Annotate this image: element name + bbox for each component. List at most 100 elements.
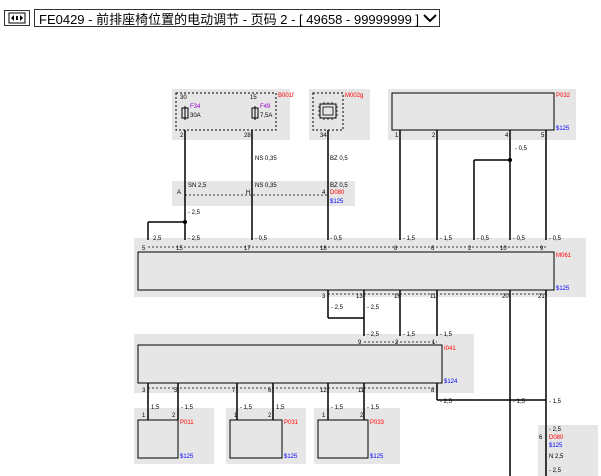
pin-label: 11 xyxy=(430,294,437,300)
component-d080b-box[interactable] xyxy=(538,425,598,476)
p011-body xyxy=(137,419,179,459)
diagram-nav-button[interactable] xyxy=(4,10,30,26)
diagram-nav-icon xyxy=(8,12,26,24)
pin-label: 11 xyxy=(358,388,365,394)
wire-label: 1,5 xyxy=(276,405,285,411)
wire-label: NS 0,35 xyxy=(255,183,277,189)
wire-label: BZ 0,5 xyxy=(330,183,348,189)
component-p032-box[interactable] xyxy=(388,89,576,140)
p033-body xyxy=(317,419,369,459)
component-m061-box[interactable] xyxy=(134,238,586,297)
pin-label: 2 xyxy=(468,246,472,252)
m061-body xyxy=(137,251,555,291)
wire-label: - 0,5 xyxy=(330,236,343,242)
pin-label: 3 xyxy=(142,388,146,394)
location-code: $125 xyxy=(556,126,570,132)
fuse-rating: 7,5A xyxy=(260,113,272,119)
wire-label: BZ 0,5 xyxy=(330,156,348,162)
component-p031-box[interactable] xyxy=(226,408,306,464)
wire-label: - 0,5 xyxy=(515,146,528,152)
p031-body xyxy=(229,419,283,459)
pin-label: 3 xyxy=(322,294,326,300)
pin-label: 28 xyxy=(244,133,251,139)
fuse-name: F34 xyxy=(190,104,201,110)
pin-label: 20 xyxy=(502,294,509,300)
wire-label: - 1,5 xyxy=(181,405,194,411)
pin-label: 1 xyxy=(322,413,326,419)
pin-label: 5 xyxy=(174,388,178,394)
wire-label: - 2,5 xyxy=(549,427,562,433)
component-name: P032 xyxy=(556,93,571,99)
pin-label: 12 xyxy=(320,388,327,394)
wire-label: - 1,5 xyxy=(367,405,380,411)
wire-label: - 0,5 xyxy=(477,236,490,242)
fuse-rating: 30A xyxy=(190,113,201,119)
wire-label: - 1,5 xyxy=(440,236,453,242)
wire-label: - 2,5 xyxy=(367,332,380,338)
wire-label: - 2,5 xyxy=(331,305,344,311)
component-b001f-box[interactable] xyxy=(172,89,290,140)
component-m002g-box[interactable] xyxy=(309,89,370,140)
wire-label: - 2,5 xyxy=(440,399,453,405)
pin-label: 1 xyxy=(142,413,146,419)
pin-label: 1 xyxy=(432,340,436,346)
pin-label: H xyxy=(246,190,250,196)
location-code: $125 xyxy=(180,454,194,460)
component-p033-box[interactable] xyxy=(314,408,400,464)
pin-label: 4 xyxy=(505,133,509,139)
wire-label: - 2,5 xyxy=(188,210,201,216)
location-code: $125 xyxy=(556,286,570,292)
component-name: P031 xyxy=(284,420,299,426)
component-name: B001f xyxy=(278,93,294,99)
wire-label: - 1,5 xyxy=(440,332,453,338)
pin-label: 5 xyxy=(541,133,545,139)
location-code: $125 xyxy=(370,454,384,460)
wire-label: - 1,5 xyxy=(331,405,344,411)
component-name: M002g xyxy=(345,93,363,99)
i041-body xyxy=(137,344,443,384)
wires xyxy=(147,130,547,476)
pin-label: 2 xyxy=(180,133,184,139)
pin-label: 13 xyxy=(356,294,363,300)
pin-label: 5 xyxy=(142,246,146,252)
fuse-name: F49 xyxy=(260,104,271,110)
pin-label: A xyxy=(177,190,181,196)
pin-label: 10 xyxy=(500,246,507,252)
location-code: $125 xyxy=(330,199,344,205)
wire-label: - 0,5 xyxy=(549,236,562,242)
component-i041-box[interactable] xyxy=(134,334,474,393)
wire-label: 2,5 xyxy=(153,236,162,242)
component-d080a-box[interactable] xyxy=(172,181,355,206)
wire-label: - 2,5 xyxy=(549,468,562,474)
component-name: D080 xyxy=(330,190,345,196)
page-title-dropdown[interactable]: FE0429 - 前排座椅位置的电动调节 - 页码 2 - [ 49658 - … xyxy=(34,9,441,27)
component-name: P033 xyxy=(370,420,385,426)
wire-label: 1,5 xyxy=(151,405,160,411)
chevron-down-icon xyxy=(423,13,437,23)
chip-icon xyxy=(318,102,338,120)
component-name: M061 xyxy=(556,253,572,259)
wire-label: - 0,5 xyxy=(255,236,268,242)
location-code: $125 xyxy=(284,454,298,460)
wire-label: - 2,5 xyxy=(367,305,380,311)
pin-label: 34 xyxy=(320,133,327,139)
pin-label: 18 xyxy=(320,246,327,252)
pin-label: 15 xyxy=(176,246,183,252)
pin-label: 6 xyxy=(431,246,435,252)
pin-label: 15 xyxy=(250,95,257,101)
p032-body xyxy=(391,92,555,131)
pin-label: 1 xyxy=(395,133,399,139)
toolbar: FE0429 - 前排座椅位置的电动调节 - 页码 2 - [ 49658 - … xyxy=(4,9,441,27)
component-name: I041 xyxy=(444,346,456,352)
pin-label: 8 xyxy=(394,246,398,252)
wire-label: N 2,5 xyxy=(549,454,564,460)
component-name: P011 xyxy=(180,420,194,426)
wire-label: NS 0,35 xyxy=(255,156,277,162)
pin-label: 6 xyxy=(268,388,272,394)
pin-label: 4 xyxy=(322,190,326,196)
pin-label: 2 xyxy=(268,413,272,419)
pin-label: 9 xyxy=(358,340,362,346)
wire-label: - 1,5 xyxy=(549,399,562,405)
wire-label: - 1,5 xyxy=(403,236,416,242)
